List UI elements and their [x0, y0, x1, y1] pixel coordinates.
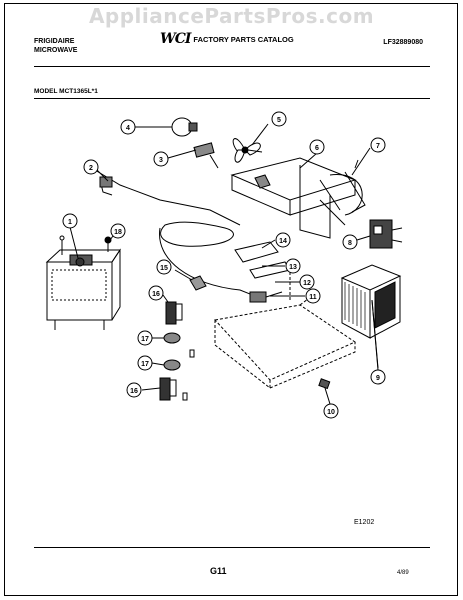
svg-text:9: 9: [376, 375, 380, 382]
svg-text:15: 15: [160, 265, 168, 272]
svg-text:14: 14: [279, 238, 287, 245]
brand-name: FRIGIDAIRE: [34, 38, 75, 45]
small-parts: [182, 349, 195, 401]
svg-text:2: 2: [89, 165, 93, 172]
svg-text:1: 1: [68, 219, 72, 226]
leader-15: [174, 269, 193, 281]
svg-text:17: 17: [141, 336, 149, 343]
callout-18: 18: [110, 223, 126, 239]
transformer-part: [45, 235, 121, 330]
callout-1: 1: [62, 213, 78, 229]
callout-16-lower: 16: [126, 382, 142, 398]
callout-11: 11: [305, 288, 321, 304]
leader-10: [324, 387, 331, 405]
switch-lower-part: [159, 377, 177, 401]
leader-9: [371, 299, 379, 369]
svg-text:13: 13: [289, 264, 297, 271]
revision-date: 4/89: [397, 570, 409, 576]
fan-blade-part: [232, 138, 263, 163]
svg-text:5: 5: [277, 117, 281, 124]
callout-14: 14: [275, 232, 291, 248]
wci-logo: WCI: [160, 31, 191, 47]
catalog-header: WCI FACTORY PARTS CATALOG: [160, 31, 294, 47]
callout-5: 5: [271, 111, 287, 127]
callout-3: 3: [153, 151, 169, 167]
callout-6: 6: [309, 139, 325, 155]
leader-18: [109, 235, 114, 241]
brand-block: FRIGIDAIRE MICROWAVE: [34, 37, 77, 55]
screw-part: [104, 236, 112, 252]
wire-harness-part: [94, 169, 266, 301]
fan-bracket-part: [230, 157, 357, 239]
lamp-socket-part: [193, 142, 219, 169]
callout-2: 2: [83, 159, 99, 175]
svg-text:10: 10: [327, 409, 335, 416]
svg-text:17: 17: [141, 361, 149, 368]
fan-motor-part: [329, 159, 366, 216]
clip-part: [318, 378, 331, 390]
callout-15: 15: [156, 259, 172, 275]
catalog-title: FACTORY PARTS CATALOG: [193, 35, 294, 44]
callout-7: 7: [370, 137, 386, 153]
catalog-number: LF32889080: [383, 39, 423, 46]
callout-10: 10: [323, 403, 339, 419]
leader-2: [96, 169, 109, 182]
callout-17-upper: 17: [137, 330, 153, 346]
svg-text:4: 4: [126, 125, 130, 132]
leader-14: [261, 239, 276, 249]
svg-text:11: 11: [309, 294, 317, 301]
watermark: AppliancePartsPros.com: [88, 4, 375, 28]
clamp-part: [189, 275, 207, 291]
product-type: MICROWAVE: [34, 47, 78, 54]
leader-1: [69, 226, 79, 259]
callout-9: 9: [370, 369, 386, 385]
callout-12: 12: [299, 274, 315, 290]
leader-16-upper: [162, 294, 169, 303]
header-rule: [34, 66, 430, 67]
figure-code: E1202: [354, 519, 375, 526]
callout-8: 8: [342, 234, 358, 250]
switch-part: [369, 219, 403, 249]
leader-16-lower: [141, 387, 161, 391]
leader-7: [351, 147, 371, 176]
model-rule: [34, 98, 430, 99]
leader-6: [299, 152, 318, 169]
page-border: [4, 3, 458, 596]
leader-17-lower: [151, 362, 165, 366]
footer-rule: [34, 547, 430, 548]
leader-8: [356, 235, 371, 241]
switch-upper-part: [165, 301, 183, 325]
callout-4: 4: [120, 119, 136, 135]
callout-17-lower: 17: [137, 355, 153, 371]
svg-text:16: 16: [152, 291, 160, 298]
callout-13: 13: [285, 258, 301, 274]
leader-3: [167, 149, 197, 159]
svg-text:7: 7: [376, 143, 380, 150]
svg-text:6: 6: [315, 145, 319, 152]
svg-text:12: 12: [303, 280, 311, 287]
svg-text:16: 16: [130, 388, 138, 395]
callout-16-upper: 16: [148, 285, 164, 301]
svg-text:3: 3: [159, 157, 163, 164]
svg-text:18: 18: [114, 229, 122, 236]
page-number: G11: [210, 566, 227, 576]
leader-5: [251, 123, 269, 146]
svg-text:8: 8: [348, 240, 352, 247]
model-number: MODEL MCT1365L*1: [34, 88, 98, 95]
